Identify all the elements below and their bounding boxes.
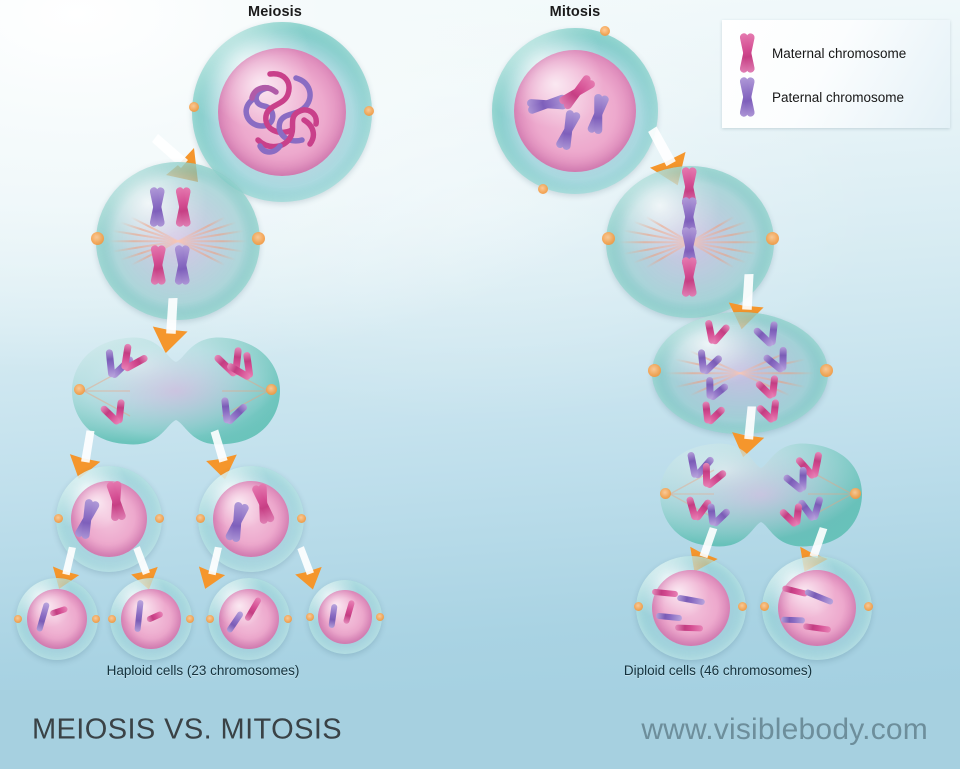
- centrosome: [297, 514, 306, 523]
- centrosome: [766, 232, 779, 245]
- centrosome: [864, 602, 873, 611]
- cell-nucleus: [652, 570, 730, 646]
- mitosis-cell-telophase: [656, 438, 866, 550]
- spindle-fibers: [652, 312, 828, 434]
- centrosome: [284, 615, 292, 623]
- process-arrow: [712, 398, 785, 471]
- chromatid-maternal: [674, 624, 704, 632]
- centrosome: [74, 384, 85, 395]
- process-arrow: [51, 423, 120, 492]
- centrosome: [602, 232, 615, 245]
- chromosome-maternal: [678, 256, 700, 298]
- centrosome: [364, 106, 374, 116]
- centrosome: [660, 488, 671, 499]
- chromatid-paternal: [780, 616, 806, 624]
- centrosome: [538, 184, 548, 194]
- centrosome: [820, 364, 833, 377]
- column-title-meiosis: Meiosis: [248, 4, 302, 20]
- legend-item-maternal: Maternal chromosome: [736, 30, 906, 76]
- centrosome: [14, 615, 22, 623]
- centrosome: [189, 102, 199, 112]
- footer-bar: MEIOSIS VS. MITOSIS www.visiblebody.com: [0, 690, 960, 769]
- centrosome: [600, 26, 610, 36]
- haploid-cell-3: [206, 578, 292, 660]
- centrosome: [634, 602, 643, 611]
- centrosome: [206, 615, 214, 623]
- cell-nucleus: [218, 48, 346, 176]
- paternal-chromosome-icon: [736, 76, 758, 118]
- chromosome-paternal: [146, 186, 168, 228]
- chromosome-paternal: [172, 244, 192, 286]
- centrosome: [306, 613, 314, 621]
- centrosome: [760, 602, 769, 611]
- column-title-mitosis: Mitosis: [549, 4, 601, 20]
- centrosome: [155, 514, 164, 523]
- haploid-cell-2: [108, 578, 194, 660]
- mitosis-cell-anaphase: [648, 312, 833, 434]
- spindle-fibers: [96, 162, 260, 320]
- process-arrow: [182, 540, 242, 600]
- diploid-cell-left: [634, 556, 747, 660]
- centrosome: [252, 232, 265, 245]
- meiosis-cell-prophase1: [189, 22, 374, 202]
- caption-haploid: Haploid cells (23 chromosomes): [106, 663, 300, 678]
- centrosome: [91, 232, 104, 245]
- maternal-chromosome-icon: [736, 32, 758, 74]
- centrosome: [196, 514, 205, 523]
- chromosome-maternal: [148, 244, 168, 286]
- chromatin-threads: [243, 71, 319, 155]
- centrosome: [54, 514, 63, 523]
- haploid-cell-1: [14, 578, 100, 660]
- process-arrow: [131, 289, 210, 368]
- centrosome: [186, 615, 194, 623]
- haploid-cell-4: [306, 580, 384, 654]
- meiosis-cell-anaphase1: [68, 332, 284, 450]
- legend-box: Maternal chromosome Paternal chromosome: [722, 20, 950, 128]
- footer-url: www.visiblebody.com: [641, 712, 928, 746]
- centrosome: [850, 488, 861, 499]
- process-arrow: [278, 540, 338, 600]
- centrosome: [738, 602, 747, 611]
- legend-item-paternal: Paternal chromosome: [736, 74, 904, 120]
- mitosis-cell-prophase: [492, 26, 658, 194]
- process-arrow: [187, 423, 256, 492]
- meiosis-cell-metaphase1: [91, 162, 265, 320]
- centrosome: [376, 613, 384, 621]
- caption-diploid: Diploid cells (46 chromosomes): [623, 663, 813, 678]
- centrosome: [92, 615, 100, 623]
- centrosome: [266, 384, 277, 395]
- diploid-cell-right: [760, 556, 873, 660]
- legend-label-maternal: Maternal chromosome: [772, 45, 907, 61]
- dividing-cell-shape: [72, 337, 280, 445]
- footer-title: MEIOSIS VS. MITOSIS: [32, 713, 343, 745]
- centrosome: [648, 364, 661, 377]
- chromosome-maternal: [172, 186, 194, 228]
- centrosome: [108, 615, 116, 623]
- cell-nucleus: [213, 481, 289, 557]
- legend-label-paternal: Paternal chromosome: [772, 89, 905, 105]
- cell-nucleus: [778, 570, 856, 646]
- cell-nucleus: [27, 589, 87, 649]
